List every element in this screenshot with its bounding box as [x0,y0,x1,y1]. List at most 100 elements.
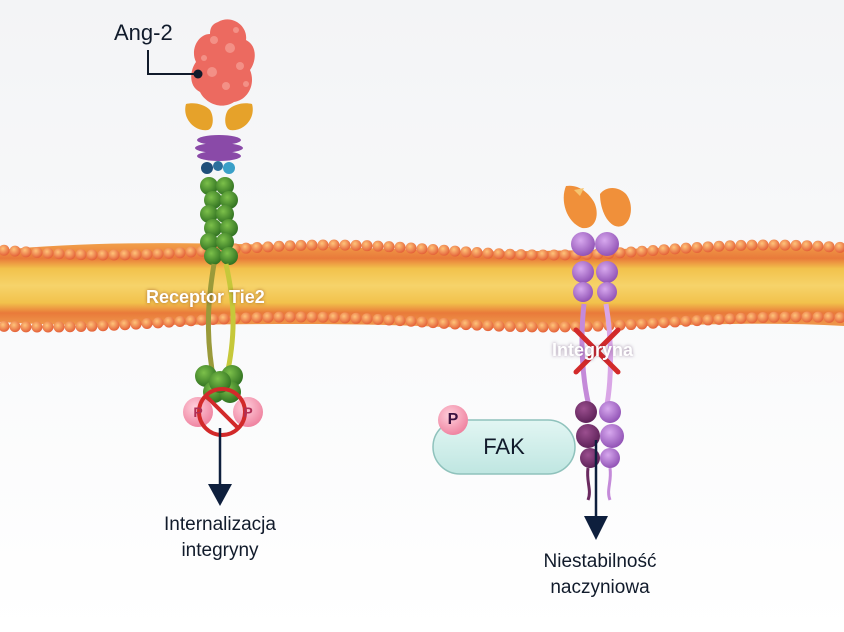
lipid-head [295,311,307,323]
lipid-head [42,247,54,259]
lipid-head [339,312,351,324]
lipid-head [691,315,703,327]
lipid-head [141,317,153,329]
lipid-head [537,249,549,261]
tie2-globule [220,247,238,265]
outcome-left: Internalizacja integryny [140,512,300,564]
lipid-head [262,241,274,253]
lipid-head [691,241,703,253]
tie2-globule [200,205,218,223]
lipid-head [658,244,670,256]
lipid-head [174,315,186,327]
lipid-head [240,242,252,254]
lipid-head [801,311,813,323]
lipid-head [680,242,692,254]
lipid-head [471,247,483,259]
fak-phosphate-label: P [447,411,459,428]
lipid-head [130,249,142,261]
lipid-head [163,247,175,259]
lipid-head [449,245,461,257]
ang2-callout-dot [193,69,203,79]
lipid-head [328,312,340,324]
blocked-icon [197,387,247,437]
ang2-callout-line [147,50,196,75]
lipid-head [383,241,395,253]
lipid-head [108,319,120,331]
lipid-head [361,240,373,252]
lipid-head [493,248,505,260]
lipid-head [790,239,802,251]
lipid-head [724,313,736,325]
tie2-globule [220,191,238,209]
lipid-head [306,239,318,251]
lipid-head [394,241,406,253]
lipid-head [636,318,648,330]
lipid-head [9,321,21,333]
lipid-head [350,239,362,251]
lipid-head [713,313,725,325]
lipid-heads-top [0,239,844,261]
lipid-head [438,317,450,329]
lipid-heads-bottom [0,311,844,333]
lipid-head [823,311,835,323]
lipid-head [526,249,538,261]
lipid-head [372,313,384,325]
lipid-head [735,312,747,324]
ang2-protein-icon [191,19,255,106]
lipid-head [295,239,307,251]
lipid-head [350,312,362,324]
phosphate-icon [438,405,468,435]
lipid-head [735,239,747,251]
lipid-head [174,247,186,259]
lipid-head [20,321,32,333]
lipid-head [592,320,604,332]
lipid-head [482,320,494,332]
lipid-head [262,311,274,323]
lipid-head [284,240,296,252]
tie2-globule [220,219,238,237]
lipid-head [97,320,109,332]
lipid-head [328,239,340,251]
tie2-globule [204,191,222,209]
down-arrow-icon [584,440,608,540]
lipid-head [515,321,527,333]
lipid-head [669,243,681,255]
lipid-head [152,248,164,260]
tie2-label: Receptor Tie2 [146,287,265,307]
lipid-head [702,314,714,326]
lipid-head [75,321,87,333]
lipid-head [42,321,54,333]
lipid-head [559,321,571,333]
lipid-head [834,241,844,253]
lipid-head [449,318,461,330]
lipid-head [130,318,142,330]
lipid-head [31,247,43,259]
lipid-head [746,312,758,324]
lipid-head [482,247,494,259]
lipid-head [251,241,263,253]
outcome-right-line1: Niestabilność [543,551,657,572]
lipid-head [779,311,791,323]
lipid-head [119,319,131,331]
outcome-right: Niestabilność naczyniowa [510,549,690,601]
lipid-head [108,249,120,261]
integrin-label: Integryna [552,340,634,360]
cross-mark-icon [573,327,621,375]
tie2-globule [204,247,222,265]
lipid-head [559,249,571,261]
lipid-head [471,319,483,331]
lipid-head [757,239,769,251]
ang2-label: Ang-2 [114,20,173,45]
lipid-head [53,321,65,333]
lipid-head [625,246,637,258]
outcome-right-line2: naczyniowa [550,577,650,598]
lipid-head [823,241,835,253]
lipid-head [647,244,659,256]
lipid-head [548,321,560,333]
lipid-head [812,311,824,323]
lipid-head [9,245,21,257]
lipid-head [251,312,263,324]
lipid-head [163,316,175,328]
lipid-head [504,248,516,260]
